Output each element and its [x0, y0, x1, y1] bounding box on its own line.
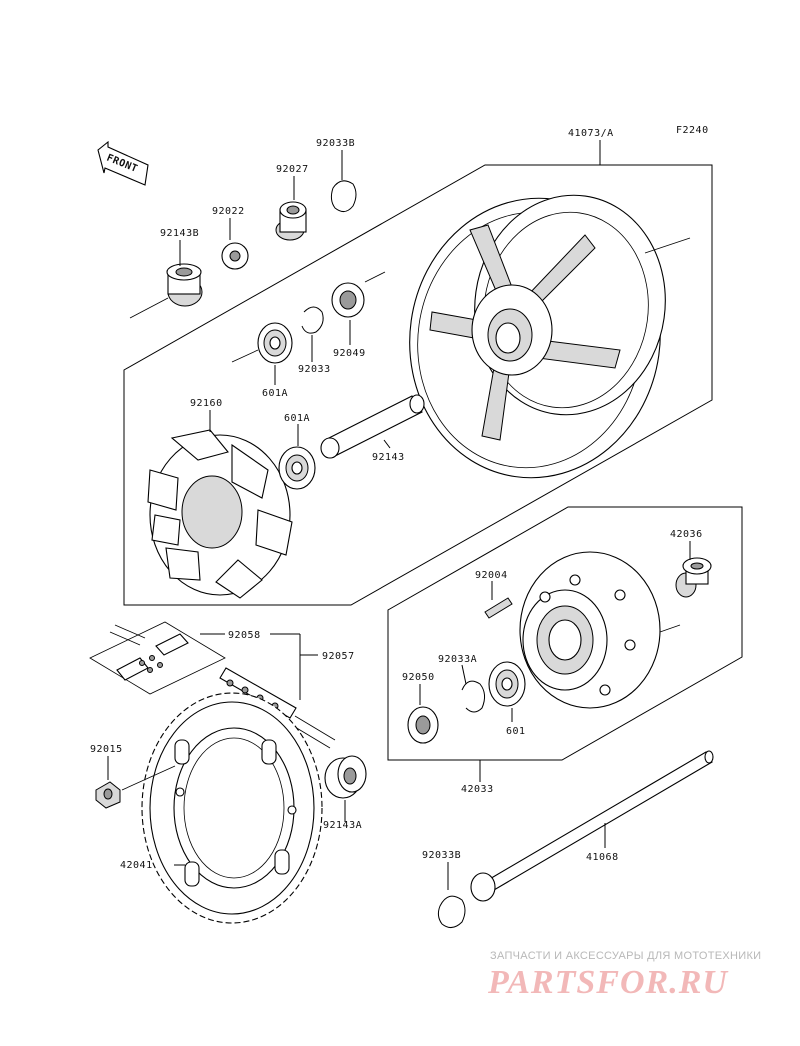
- seal-coupling: [407, 706, 439, 744]
- circlip-a: [461, 680, 486, 713]
- label-nut: 92015: [90, 744, 123, 755]
- front-arrow-icon: FRONT: [97, 140, 149, 186]
- label-seal-coupling: 92050: [402, 672, 435, 683]
- label-circlip-mid: 92033: [298, 364, 331, 375]
- label-axle-collar: 92143: [372, 452, 405, 463]
- label-chain-joint: 92058: [228, 630, 261, 641]
- damper-rubber: [147, 429, 293, 599]
- circlip-bottom: [437, 895, 466, 928]
- collar-spacer: [221, 242, 249, 270]
- label-collar-left: 92143B: [160, 228, 199, 239]
- label-coupling: 42033: [461, 784, 494, 795]
- wheel-assembly-frame: [123, 164, 713, 606]
- label-circlip-top: 92033B: [316, 138, 355, 149]
- coupling-collar: [675, 557, 712, 598]
- axle-collar: [320, 394, 425, 459]
- chain-joint-kit: [89, 621, 226, 695]
- rear-sprocket: [141, 692, 323, 924]
- label-collar-a: 92143A: [323, 820, 362, 831]
- collar-left: [166, 263, 203, 307]
- label-circlip-a: 92033A: [438, 654, 477, 665]
- bearing-left: [257, 322, 293, 364]
- sleeve: [275, 201, 307, 241]
- label-bearing-inner: 601A: [284, 413, 310, 424]
- coupling-assembly-frame: [387, 506, 743, 761]
- label-wheel: 41073/A: [568, 128, 614, 139]
- sprocket-nut: [95, 781, 121, 809]
- figure-code: F2240: [676, 125, 709, 136]
- bearing-coupling: [488, 661, 526, 707]
- label-collar-spacer: 92022: [212, 206, 245, 217]
- watermark-logo: PARTSFOR.RU: [488, 964, 728, 1001]
- label-oil-seal: 92049: [333, 348, 366, 359]
- label-axle: 41068: [586, 852, 619, 863]
- rear-axle: [470, 750, 714, 902]
- circlip-top: [330, 180, 357, 212]
- watermark-tagline: ЗАПЧАСТИ И АКСЕССУАРЫ ДЛЯ МОТОТЕХНИКИ: [490, 950, 762, 962]
- label-circlip-bottom: 92033B: [422, 850, 461, 861]
- label-chain: 92057: [322, 651, 355, 662]
- circlip-mid: [301, 306, 324, 334]
- label-bearing-left: 601A: [262, 388, 288, 399]
- label-coupling-collar: 42036: [670, 529, 703, 540]
- label-stud: 92004: [475, 570, 508, 581]
- stud: [484, 597, 513, 619]
- rear-wheel: [409, 194, 691, 479]
- bearing-inner: [278, 446, 316, 490]
- label-sleeve: 92027: [276, 164, 309, 175]
- oil-seal: [331, 282, 365, 318]
- collar-a: [324, 755, 367, 799]
- label-sprocket: 42041: [120, 860, 153, 871]
- coupling-hub: [519, 551, 681, 709]
- label-bearing-coupling: 601: [506, 726, 526, 737]
- label-damper: 92160: [190, 398, 223, 409]
